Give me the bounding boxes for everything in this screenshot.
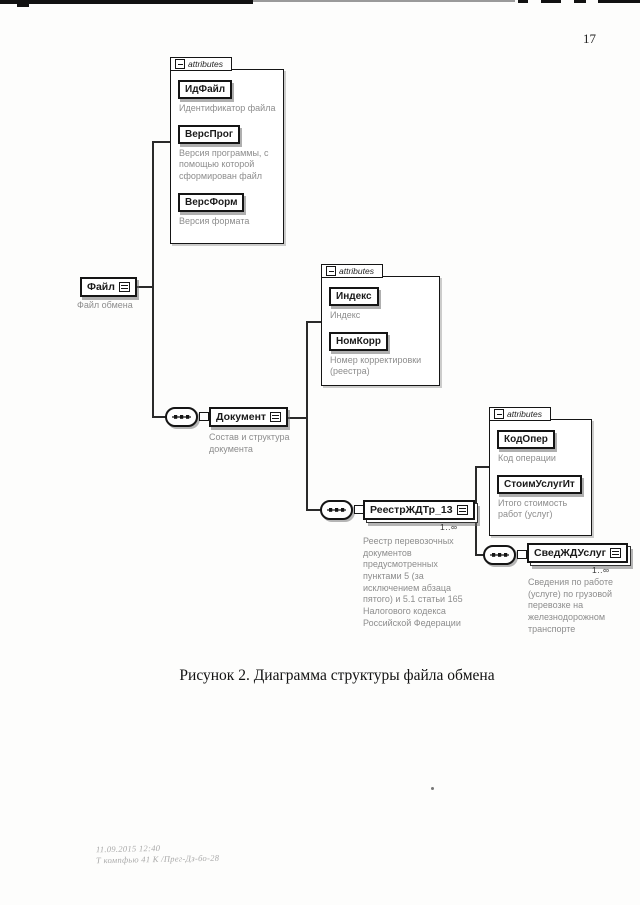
attributes-group-file: attributes ИдФайл Идентификатор файла Ве…: [170, 57, 284, 244]
cardinality-label: 1..∞: [592, 565, 610, 575]
connector-line: [126, 286, 154, 288]
element-description: Реестр перевозочных документов предусмот…: [363, 536, 463, 628]
connector-stub: [199, 412, 209, 421]
attributes-tab-label: attributes: [507, 409, 542, 419]
attribute-box: НомКорр: [329, 331, 389, 351]
element-registry: РеестрЖДТр_13: [363, 500, 475, 520]
attributes-group-registry: attributes КодОпер Код операции СтоимУсл…: [489, 407, 592, 536]
element-description: Файл обмена: [77, 300, 133, 310]
attributes-tab-label: attributes: [339, 266, 374, 276]
element-description: Сведения по работе (услуге) по грузовой …: [528, 577, 613, 634]
connector-line: [306, 509, 322, 511]
collapse-icon: [494, 409, 504, 419]
attribute-description: Идентификатор файла: [179, 103, 276, 113]
scan-artifact: [574, 0, 586, 3]
attribute-description: Итого стоимость работ (услуг): [498, 497, 568, 520]
attributes-tab-label: attributes: [188, 59, 223, 69]
attribute-box: ВерсПрог: [178, 124, 241, 144]
attribute-description: Индекс: [330, 310, 361, 320]
expand-icon: [609, 548, 621, 558]
attribute-description: Номер корректировки (реестра): [330, 354, 422, 377]
connector-line: [152, 141, 171, 143]
element-label: Файл: [87, 281, 115, 293]
scan-artifact: [253, 0, 515, 2]
element-document: Документ: [209, 407, 289, 427]
connector-stub: [517, 550, 527, 559]
attribute-box: КодОпер: [497, 430, 555, 449]
element-file: Файл: [80, 277, 137, 297]
attribute-description: Версия формата: [179, 215, 250, 226]
connector-line: [475, 554, 485, 556]
expand-icon: [456, 505, 468, 515]
expand-icon: [118, 282, 130, 292]
cardinality-label: 1..∞: [440, 522, 458, 532]
attributes-tab: attributes: [170, 57, 232, 71]
attribute-description: Код операции: [498, 453, 556, 463]
element-label: СведЖДУслуг: [534, 547, 606, 559]
sequence-icon: [172, 415, 191, 419]
attributes-tab: attributes: [321, 264, 383, 278]
collapse-icon: [175, 59, 185, 69]
connector-line: [475, 466, 490, 468]
attributes-body: КодОпер Код операции СтоимУслугИт Итого …: [489, 419, 592, 536]
attributes-group-document: attributes Индекс Индекс НомКорр Номер к…: [321, 264, 440, 386]
connector-line: [152, 141, 154, 418]
sequence-indicator: [320, 500, 353, 520]
element-label: Документ: [216, 411, 267, 423]
element-services: СведЖДУслуг: [527, 543, 628, 563]
connector-line: [475, 466, 477, 556]
attributes-body: Индекс Индекс НомКорр Номер корректировк…: [321, 276, 440, 386]
scan-artifact: [17, 0, 29, 7]
collapse-icon: [326, 266, 336, 276]
attribute-description: Версия программы, с помощью которой сфор…: [179, 147, 269, 182]
expand-icon: [270, 412, 282, 422]
attribute-box: Индекс: [329, 287, 379, 306]
attribute-box: ИдФайл: [178, 80, 233, 99]
element-label: РеестрЖДТр_13: [370, 504, 453, 516]
scan-artifact: [598, 0, 640, 3]
page-number: 17: [583, 31, 596, 46]
footer-reference: Т компфью 41 К /Прег-Дз-бо-28: [96, 853, 220, 866]
sequence-icon: [327, 508, 346, 512]
connector-line: [306, 321, 308, 511]
scan-artifact: [518, 0, 528, 3]
scan-artifact: [541, 0, 561, 3]
element-description: Состав и структура документа: [209, 432, 290, 454]
scan-artifact: [0, 0, 253, 4]
footer-annotation: 11.09.2015 12:40 Т компфью 41 К /Прег-Дз…: [96, 842, 220, 868]
sequence-icon: [490, 553, 509, 557]
scan-speckle: [431, 787, 434, 790]
attribute-box: ВерсФорм: [178, 192, 245, 212]
connector-line: [285, 417, 307, 419]
attribute-box: СтоимУслугИт: [497, 474, 582, 494]
attributes-body: ИдФайл Идентификатор файла ВерсПрог Верс…: [170, 69, 284, 244]
sequence-indicator: [165, 407, 198, 427]
connector-line: [152, 416, 167, 418]
figure-caption: Рисунок 2. Диаграмма структуры файла обм…: [179, 667, 495, 684]
sequence-indicator: [483, 545, 516, 565]
connector-line: [306, 321, 322, 323]
attributes-tab: attributes: [489, 407, 551, 421]
